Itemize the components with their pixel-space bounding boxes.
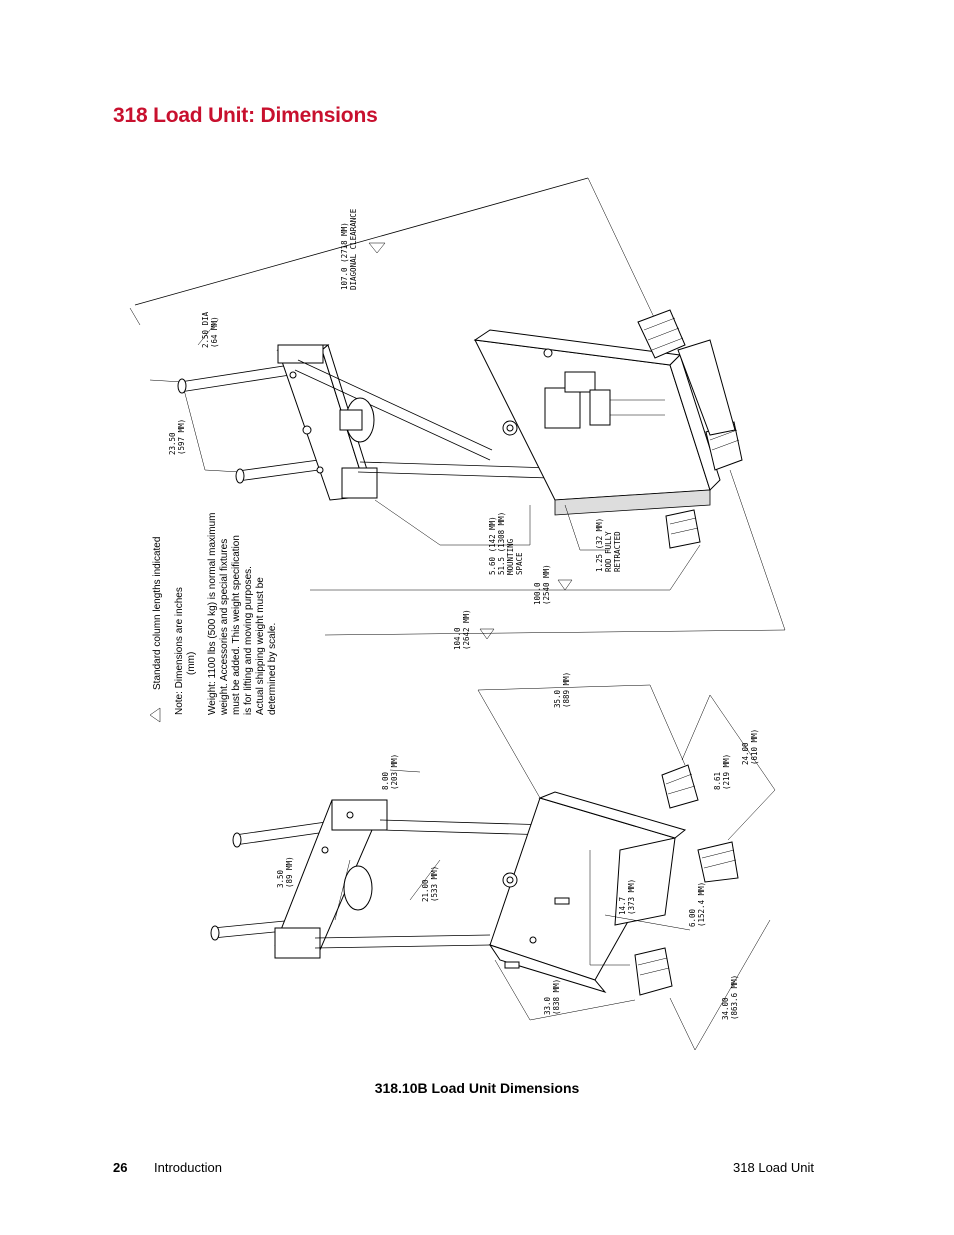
dim-rod-dia: 2.50 DIA (64 MM) bbox=[201, 307, 219, 348]
dim-col-21: 21.00 (533 MM) bbox=[421, 866, 439, 902]
drawing-notes: Standard column lengths indicated Note: … bbox=[149, 510, 278, 723]
dim-height-104: 104.0 (2642 MM) bbox=[453, 609, 471, 650]
dim-height-100: 100.0 (2540 MM) bbox=[533, 564, 551, 605]
dim-foot-24: 24.00 (610 MM) bbox=[741, 729, 759, 765]
dim-foot-8-61: 8.61 (219 MM) bbox=[713, 754, 731, 790]
footer-section: Introduction bbox=[154, 1160, 222, 1175]
dimension-drawing: 107.0 (2718 MM) DIAGONAL CLEARANCE 2.50 … bbox=[129, 177, 786, 1051]
dim-crosshead-8: 8.00 (203 MM) bbox=[381, 754, 399, 790]
legend-text: Standard column lengths indicated bbox=[152, 537, 163, 690]
footer-document: 318 Load Unit bbox=[733, 1160, 814, 1175]
page-title: 318 Load Unit: Dimensions bbox=[113, 104, 378, 127]
dim-depth-35: 35.0 (889 MM) bbox=[553, 672, 571, 708]
load-frame-upper-view bbox=[129, 177, 786, 636]
dim-width-14-7: 14.7 (373 MM) bbox=[618, 879, 636, 915]
dim-base-33: 33.0 (838 MM) bbox=[543, 979, 561, 1015]
page-number: 26 bbox=[113, 1160, 128, 1175]
dim-mounting-space: 5.60 (142 MM) 51.5 (1308 MM) MOUNTING SP… bbox=[488, 507, 524, 575]
dim-base-34: 34.00 (863.6 MM) bbox=[721, 975, 739, 1020]
units-note: Note: Dimensions are inches (mm) bbox=[174, 584, 197, 715]
figure-caption: 318.10B Load Unit Dimensions bbox=[374, 1080, 580, 1096]
weight-note: Weight: 1100 lbs (500 kg) is normal maxi… bbox=[207, 510, 278, 716]
dimension-labels: 107.0 (2718 MM) DIAGONAL CLEARANCE 2.50 … bbox=[168, 208, 759, 1020]
dim-rod-retracted: 1.25 (32 MM) ROD FULLY RETRACTED bbox=[595, 513, 622, 572]
dim-crosshead-3-5: 3.50 (89 MM) bbox=[276, 856, 294, 888]
legend-triangle-icon bbox=[149, 707, 161, 723]
dim-foot-6: 6.00 (152.4 MM) bbox=[688, 882, 706, 927]
load-frame-lower-view bbox=[210, 684, 776, 1051]
dim-diagonal-clearance: 107.0 (2718 MM) DIAGONAL CLEARANCE bbox=[340, 208, 358, 290]
dim-col-spacing: 23.50 (597 MM) bbox=[168, 419, 186, 455]
